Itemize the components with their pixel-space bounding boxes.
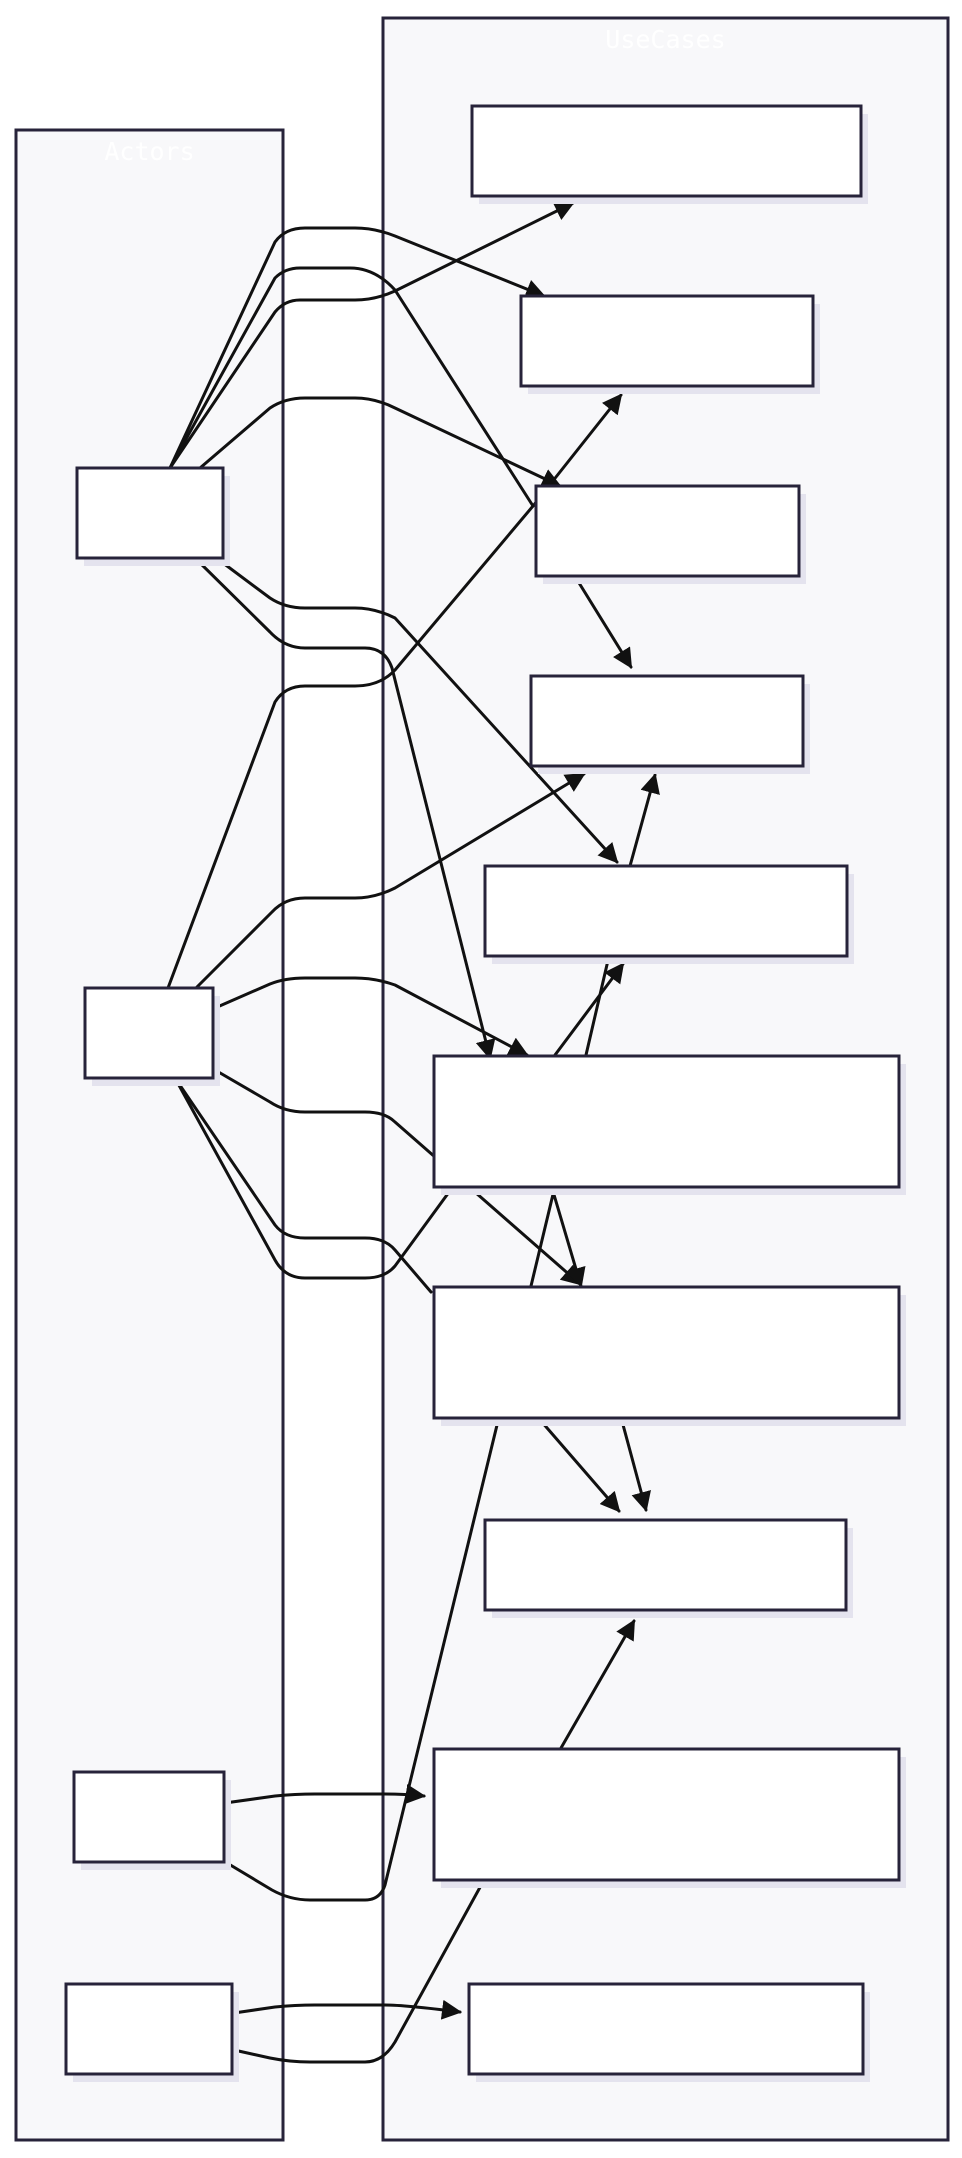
usecase-node-box[interactable] bbox=[432, 1747, 901, 1882]
edge-usecase-5-usecase-4 bbox=[628, 773, 660, 868]
edge-actor-1-usecase-6 bbox=[192, 555, 496, 1060]
actors-cluster-label: Actors bbox=[104, 137, 194, 166]
usecase-node[interactable] bbox=[432, 1285, 906, 1426]
edge-actor-4-usecase-9 bbox=[232, 1878, 486, 2064]
usecase-nodes bbox=[432, 104, 906, 2082]
usecase-node[interactable] bbox=[483, 1518, 853, 1618]
usecase-node-box[interactable] bbox=[534, 484, 801, 578]
usecase-node[interactable] bbox=[467, 1982, 870, 2082]
actor-node[interactable] bbox=[75, 466, 230, 566]
edge-usecase-6-usecase-7 bbox=[550, 1186, 586, 1288]
usecase-node-box[interactable] bbox=[483, 1518, 848, 1612]
actor-node-box[interactable] bbox=[64, 1982, 234, 2076]
edge-usecase-7-usecase-8b bbox=[620, 1419, 651, 1512]
actor-node-box[interactable] bbox=[72, 1770, 226, 1864]
edge-actor-2-usecase-6b bbox=[173, 1076, 454, 1280]
usecase-node-box[interactable] bbox=[529, 674, 805, 768]
usecase-node[interactable] bbox=[529, 674, 810, 774]
edge-usecase-6-usecase-5b bbox=[584, 954, 611, 1057]
usecase-node-box[interactable] bbox=[470, 104, 863, 198]
edge-usecase-9-usecase-8 bbox=[559, 1619, 636, 1750]
usecases-cluster-label: UseCases bbox=[605, 25, 725, 54]
edge-actor-2-usecase-4 bbox=[194, 772, 586, 990]
edge-usecase-7-usecase-8a bbox=[539, 1419, 621, 1513]
usecase-node-box[interactable] bbox=[483, 864, 849, 958]
usecase-node[interactable] bbox=[470, 104, 868, 204]
edge-actor-2-usecase-7 bbox=[213, 1068, 582, 1286]
edge-actor-3-usecase-9 bbox=[223, 1784, 426, 1805]
usecase-node-box[interactable] bbox=[519, 294, 815, 388]
usecase-node[interactable] bbox=[519, 294, 820, 394]
edge-actor-1-usecase-1 bbox=[168, 201, 575, 470]
actor-node-box[interactable] bbox=[83, 986, 215, 1080]
edge-actor-1-usecase-5 bbox=[213, 555, 619, 864]
actor-node[interactable] bbox=[72, 1770, 231, 1870]
usecase-node[interactable] bbox=[483, 864, 854, 964]
actor-node[interactable] bbox=[64, 1982, 239, 2082]
edges-layer bbox=[166, 201, 660, 2064]
usecase-node-box[interactable] bbox=[432, 1054, 901, 1189]
edge-usecase-3-usecase-4 bbox=[574, 576, 633, 669]
usecase-node[interactable] bbox=[432, 1747, 906, 1888]
edge-actor-2-usecase-8 bbox=[173, 1076, 433, 1294]
usecase-node[interactable] bbox=[534, 484, 806, 584]
edge-actor-1-usecase-4 bbox=[168, 266, 535, 508]
actor-node[interactable] bbox=[83, 986, 220, 1086]
usecase-node-box[interactable] bbox=[432, 1285, 901, 1420]
actor-node-box[interactable] bbox=[75, 466, 225, 560]
usecase-node-box[interactable] bbox=[467, 1982, 865, 2076]
edge-usecase-7-usecase-6 bbox=[529, 1184, 557, 1288]
edge-actor-3-usecase-6 bbox=[220, 1419, 500, 1902]
edge-actor-2-usecase-2 bbox=[166, 393, 623, 990]
edge-usecase-6-usecase-5a bbox=[553, 962, 625, 1057]
usecase-node[interactable] bbox=[432, 1054, 906, 1195]
edge-actor-1-usecase-3 bbox=[198, 396, 562, 488]
edge-actor-2-usecase-6 bbox=[213, 976, 529, 1057]
edge-actor-1-usecase-2 bbox=[168, 226, 546, 470]
actor-nodes bbox=[64, 466, 239, 2082]
edge-actor-4-usecase-10 bbox=[232, 1999, 462, 2020]
